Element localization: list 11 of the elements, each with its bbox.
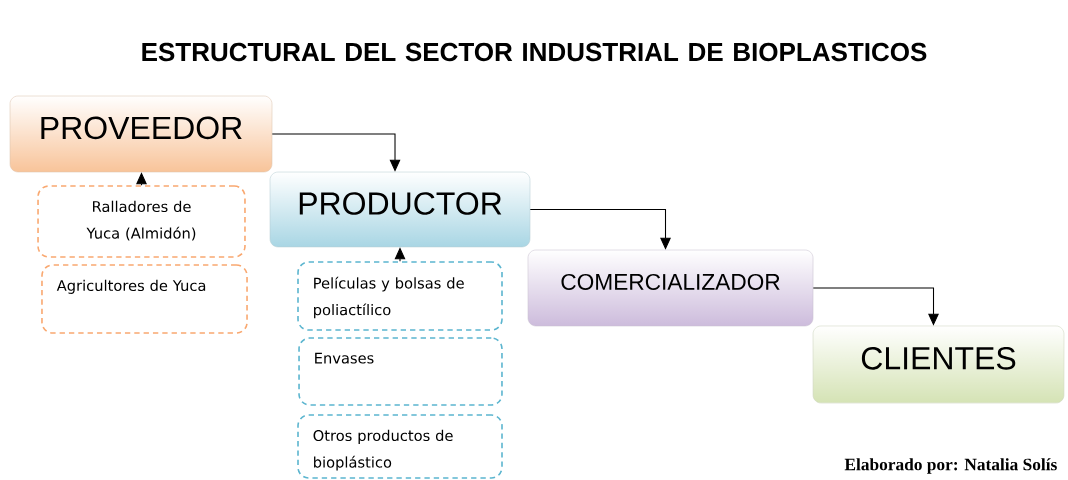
process-box: PROVEEDOR: [9, 95, 273, 173]
caption: Elaborado por: Natalia Solís: [844, 458, 1057, 474]
process-box: CLIENTES: [812, 325, 1065, 404]
process-box: PRODUCTOR: [269, 171, 531, 248]
text-box: Ralladores de Yuca (Almidón): [37, 185, 246, 258]
text-box: Películas y bolsas de poliactílico: [297, 261, 503, 331]
process-box: COMERCIALIZADOR: [527, 249, 814, 327]
text-box: Agricultores de Yuca: [41, 264, 248, 334]
text-box: Envases: [298, 337, 503, 406]
text-box: Otros productos de bioplástico: [297, 414, 503, 479]
title: ESTRUCTURAL DEL SECTOR INDUSTRIAL DE BIOPLASTICOS: [142, 42, 927, 62]
